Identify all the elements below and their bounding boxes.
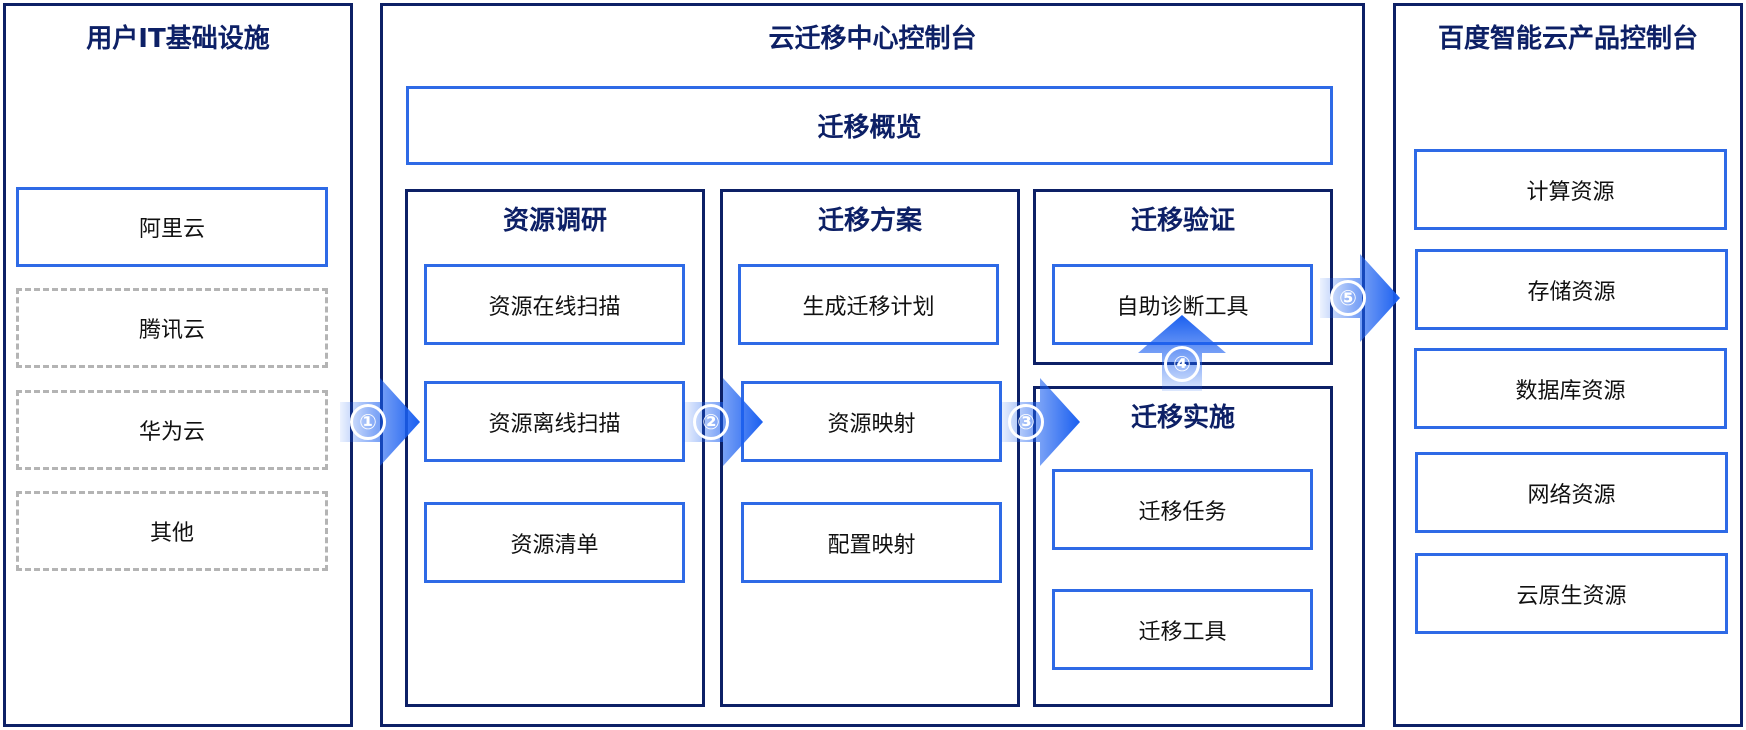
migration-tool-button[interactable]: 迁移工具 bbox=[1052, 589, 1313, 670]
database-resources[interactable]: 数据库资源 bbox=[1414, 348, 1727, 429]
migration-center-console-title: 云迁移中心控制台 bbox=[768, 24, 977, 54]
online-scan-button[interactable]: 资源在线扫描 bbox=[424, 264, 685, 345]
step-3-badge: ③ bbox=[1008, 404, 1044, 440]
source-huawei-cloud[interactable]: 华为云 bbox=[16, 390, 328, 470]
offline-scan-button[interactable]: 资源离线扫描 bbox=[424, 381, 685, 462]
step-4-badge: ④ bbox=[1164, 346, 1200, 382]
cloud-native-resources[interactable]: 云原生资源 bbox=[1415, 553, 1728, 634]
self-diagnosis-tool-button[interactable]: 自助诊断工具 bbox=[1052, 264, 1313, 345]
migration-verify-title: 迁移验证 bbox=[1130, 206, 1235, 236]
compute-resources[interactable]: 计算资源 bbox=[1414, 149, 1727, 230]
migration-plan-title: 迁移方案 bbox=[817, 206, 922, 236]
migration-overview[interactable]: 迁移概览 bbox=[406, 86, 1333, 165]
step-2-badge: ② bbox=[693, 404, 729, 440]
resource-mapping-button[interactable]: 资源映射 bbox=[741, 381, 1002, 462]
migration-implement-title: 迁移实施 bbox=[1130, 403, 1235, 433]
resource-inventory-button[interactable]: 资源清单 bbox=[424, 502, 685, 583]
config-mapping-button[interactable]: 配置映射 bbox=[741, 502, 1002, 583]
resource-research-title: 资源调研 bbox=[502, 206, 607, 236]
step-5-badge: ⑤ bbox=[1330, 280, 1366, 316]
baidu-cloud-console-title: 百度智能云产品控制台 bbox=[1437, 24, 1698, 54]
user-infrastructure-title: 用户IT基础设施 bbox=[86, 24, 270, 54]
step-1-badge: ① bbox=[350, 404, 386, 440]
generate-plan-button[interactable]: 生成迁移计划 bbox=[738, 264, 999, 345]
migration-task-button[interactable]: 迁移任务 bbox=[1052, 469, 1313, 550]
source-other[interactable]: 其他 bbox=[16, 491, 328, 571]
source-tencent-cloud[interactable]: 腾讯云 bbox=[16, 288, 328, 368]
network-resources[interactable]: 网络资源 bbox=[1415, 452, 1728, 533]
source-aliyun[interactable]: 阿里云 bbox=[16, 187, 328, 267]
storage-resources[interactable]: 存储资源 bbox=[1415, 249, 1728, 330]
